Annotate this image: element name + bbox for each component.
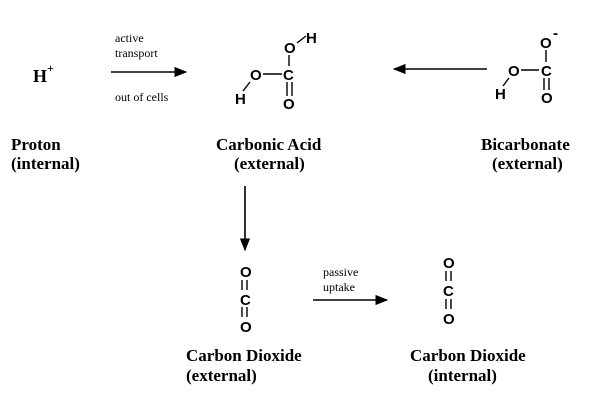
co2-internal-label-location: (internal)	[428, 366, 497, 385]
carbonic-acid-label: Carbonic Acid	[216, 135, 322, 154]
active-transport-arrow: active transport out of cells	[111, 31, 188, 104]
carbonic-acid-bond-oh-top	[296, 35, 307, 44]
carbonic-acid-o-top: O	[284, 40, 296, 57]
carbonic-acid-bond-oh-left	[242, 81, 251, 92]
bicarbonate-molecule: O - C O H O Bicarbonate (external)	[481, 25, 570, 173]
bicarbonate-charge: -	[553, 25, 558, 42]
co2-internal-o-bottom: O	[443, 311, 455, 328]
proton-label-location: (internal)	[11, 154, 80, 173]
co2-internal-molecule: O C O Carbon Dioxide (internal)	[410, 255, 526, 385]
bicarbonate-c: C	[541, 63, 552, 80]
bicarbonate-label-location: (external)	[492, 154, 563, 173]
carbonic-acid-h-left: H	[235, 91, 246, 108]
bicarbonate-bond-oh	[502, 77, 510, 87]
co2-internal-label: Carbon Dioxide	[410, 346, 526, 365]
co2-internal-c: C	[443, 283, 454, 300]
co2-external-o-top: O	[240, 264, 252, 281]
co2-external-c: C	[240, 292, 251, 309]
bicarbonate-o-top: O	[540, 35, 552, 52]
co2-external-label: Carbon Dioxide	[186, 346, 302, 365]
active-transport-text-2: transport	[115, 46, 158, 60]
carbonic-acid-o-bottom: O	[283, 96, 295, 113]
passive-uptake-arrow: passive uptake	[313, 265, 389, 306]
out-of-cells-text: out of cells	[115, 90, 169, 104]
bicarbonate-label: Bicarbonate	[481, 135, 570, 154]
co2-external-label-location: (external)	[186, 366, 257, 385]
bicarbonate-h: H	[495, 86, 506, 103]
carbonic-acid-label-location: (external)	[234, 154, 305, 173]
bicarbonate-o-bottom: O	[541, 90, 553, 107]
co2-external-molecule: O C O Carbon Dioxide (external)	[186, 264, 302, 385]
bicarbonate-o-left: O	[508, 63, 520, 80]
passive-uptake-text-2: uptake	[323, 280, 355, 294]
passive-uptake-text-1: passive	[323, 265, 358, 279]
co2-internal-o-top: O	[443, 255, 455, 272]
co2-external-o-bottom: O	[240, 319, 252, 336]
carbonic-acid-o-left: O	[250, 67, 262, 84]
carbonic-acid-molecule: H O C O H O Carbonic Acid (external)	[216, 30, 322, 173]
carbonic-acid-h-top: H	[306, 30, 317, 47]
proton-charge: +	[47, 61, 54, 75]
proton-symbol: H	[33, 66, 47, 86]
proton-label: Proton	[11, 135, 61, 154]
proton-group: H + Proton (internal)	[11, 61, 80, 173]
carbonic-acid-c: C	[283, 67, 294, 84]
active-transport-text-1: active	[115, 31, 144, 45]
